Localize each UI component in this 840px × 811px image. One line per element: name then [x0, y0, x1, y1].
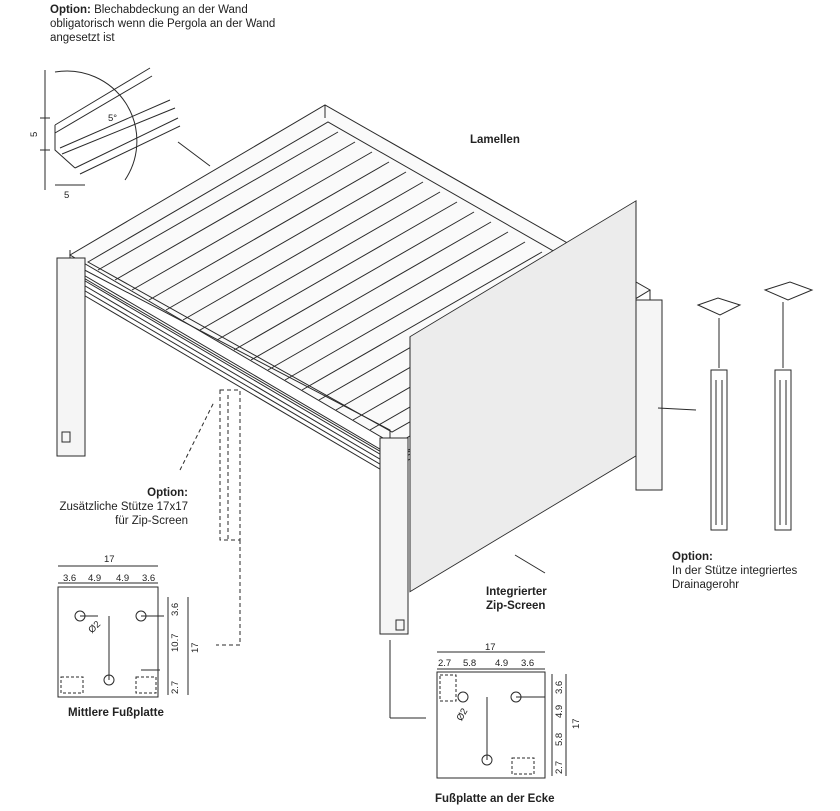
zip-screen: [409, 200, 637, 593]
svg-text:3.6: 3.6: [521, 658, 534, 669]
svg-text:17: 17: [571, 718, 582, 729]
svg-text:5°: 5°: [108, 113, 117, 124]
corner-plate-title: Fußplatte an der Ecke: [435, 793, 555, 805]
svg-text:17: 17: [190, 642, 201, 653]
drainage-posts: [657, 281, 814, 531]
zip-screen-label: Integrierter Zip-Screen: [486, 586, 547, 612]
wall-option-callout: Option: Blechabdeckung an der Wand oblig…: [50, 4, 276, 44]
svg-text:5: 5: [64, 190, 69, 201]
svg-text:3.6: 3.6: [142, 573, 155, 584]
svg-text:17: 17: [104, 554, 115, 565]
svg-text:3.6: 3.6: [170, 603, 181, 616]
svg-text:3.6: 3.6: [554, 681, 565, 694]
corner-foot-plate: 17 2.7 5.8 4.9 3.6 3.6 4.9 5.8 2.7 17 Ø2: [436, 642, 582, 779]
svg-text:2.7: 2.7: [554, 761, 565, 774]
svg-text:5.8: 5.8: [463, 658, 476, 669]
svg-text:4.9: 4.9: [495, 658, 508, 669]
svg-text:4.9: 4.9: [88, 573, 101, 584]
svg-text:2.7: 2.7: [170, 681, 181, 694]
svg-text:2.7: 2.7: [438, 658, 451, 669]
wall-flashing-detail: 5 5 5°: [29, 67, 211, 201]
lamellen-label: Lamellen: [470, 134, 520, 146]
svg-text:Ø2: Ø2: [86, 619, 103, 636]
svg-text:10.7: 10.7: [170, 634, 181, 653]
middle-plate-title: Mittlere Fußplatte: [68, 707, 164, 719]
svg-text:3.6: 3.6: [63, 573, 76, 584]
svg-text:Ø2: Ø2: [455, 706, 471, 722]
svg-text:4.9: 4.9: [554, 705, 565, 718]
optional-extra-post: [179, 389, 241, 646]
extra-post-callout: Option: Zusätzliche Stütze 17x17 für Zip…: [59, 487, 189, 527]
svg-text:5.8: 5.8: [554, 733, 565, 746]
svg-text:17: 17: [485, 642, 496, 653]
middle-foot-plate: 17 3.6 4.9 4.9 3.6 3.6 10.7 2.7 17 Ø2: [57, 554, 201, 698]
svg-text:5: 5: [29, 132, 40, 137]
svg-text:4.9: 4.9: [116, 573, 129, 584]
pergola-posts: [56, 105, 663, 635]
drainage-callout: Option: In der Stütze integriertes Drain…: [672, 551, 798, 591]
